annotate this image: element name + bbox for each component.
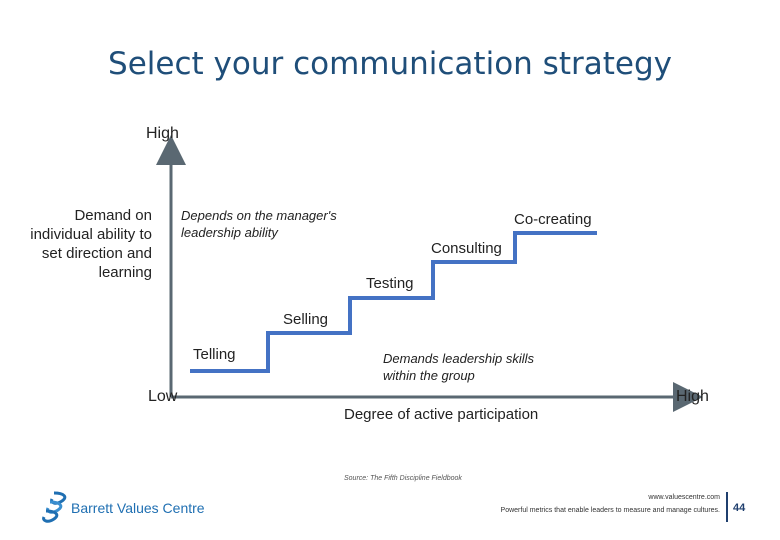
footer-tagline: Powerful metrics that enable leaders to … bbox=[500, 507, 720, 514]
note-group-leadership: Demands leadership skills within the gro… bbox=[383, 351, 535, 383]
y-axis-label: Demand on individual ability to set dire… bbox=[30, 207, 152, 281]
note-manager-leadership: Depends on the manager's leadership abil… bbox=[181, 208, 337, 240]
website-link[interactable]: www.valuescentre.com bbox=[648, 494, 720, 501]
x-axis-label: Degree of active participation bbox=[344, 406, 539, 423]
step-label-testing: Testing bbox=[366, 275, 414, 292]
barrett-logo-icon bbox=[42, 491, 67, 523]
step-label-telling: Telling bbox=[193, 346, 236, 363]
step-label-selling: Selling bbox=[283, 311, 329, 328]
barrett-logo-text: Barrett Values Centre bbox=[71, 500, 205, 516]
x-axis-high-label: High bbox=[676, 388, 709, 405]
step-label-consulting: Consulting bbox=[431, 240, 502, 257]
step-label-cocreating: Co-creating bbox=[514, 211, 592, 228]
slide-title: Select your communication strategy bbox=[108, 46, 672, 82]
source-citation: Source: The Fifth Discipline Fieldbook bbox=[344, 475, 462, 482]
y-axis-high-label: High bbox=[146, 125, 179, 142]
page-number: 44 bbox=[733, 502, 746, 514]
staircase-line bbox=[190, 231, 597, 373]
footer-divider bbox=[726, 492, 728, 522]
y-axis-low-label: Low bbox=[148, 388, 178, 405]
